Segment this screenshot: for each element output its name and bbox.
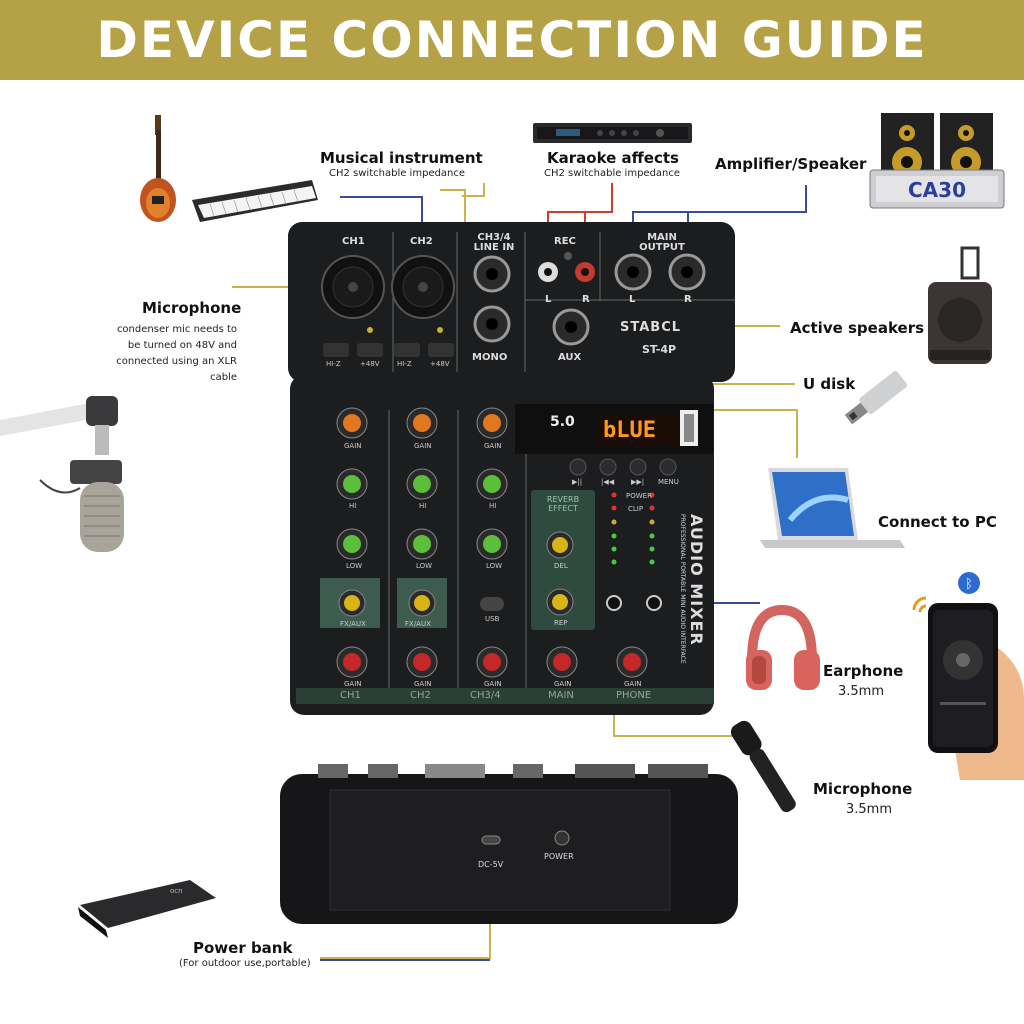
musical-instrument-title: Musical instrument	[320, 149, 483, 167]
strip-label-ch34: CH3/4	[470, 690, 501, 701]
menu-button[interactable]: MENU	[658, 478, 679, 486]
low-label-ch2: LOW	[416, 562, 433, 570]
hi-label-ch2: HI	[419, 502, 427, 510]
fx-label-ch2: FX/AUX	[405, 620, 431, 628]
model-name: ST-4P	[642, 343, 677, 356]
jack-label-mono: MONO	[472, 352, 508, 363]
amplifier-speaker-image: CA30	[869, 113, 1005, 209]
mixer-back-panel	[280, 764, 738, 924]
svg-text:ᛒ: ᛒ	[965, 577, 973, 592]
active-speaker-image	[928, 246, 992, 364]
brand-logo: STABCL	[620, 320, 682, 335]
u-disk-title: U disk	[803, 375, 856, 393]
switch-hiz-ch1: HI-Z	[326, 360, 341, 368]
out-gain-ch1: GAIN	[344, 680, 362, 688]
out-gain-ch34: GAIN	[484, 680, 502, 688]
power-bank-brand: ocn	[170, 887, 183, 895]
knob-row-output	[336, 646, 648, 678]
mixer-front-panel	[290, 375, 714, 715]
line-pc	[700, 409, 798, 458]
microphone-xlr-note: condenser mic needs to be turned on 48V …	[116, 324, 237, 383]
audio-mixer-label: AUDIO MIXER	[687, 514, 706, 646]
microphone-35-note: 3.5mm	[846, 802, 893, 817]
mixer-subtitle: PROFESSIONAL PORTABLE MINI AUDIO INTERFA…	[679, 514, 686, 664]
del-label: DEL	[554, 562, 568, 570]
keyboard-image	[192, 180, 318, 222]
karaoke-note: CH2 switchable impedance	[544, 168, 681, 179]
knob-row-fx	[338, 531, 574, 617]
jack-label-ch34: CH3/4 LINE IN	[473, 232, 515, 253]
active-speakers-title: Active speakers	[790, 319, 925, 337]
strip-label-ch2: CH2	[410, 690, 431, 701]
karaoke-processor-image	[533, 123, 692, 143]
main-r: R	[684, 294, 692, 305]
meter-power-label: POWER	[626, 492, 652, 500]
reverb-effect-label: REVERB EFFECT	[546, 495, 580, 513]
next-button[interactable]: ▶▶|	[631, 478, 645, 486]
dc-5v-port-label: DC-5V	[478, 860, 504, 869]
amplifier-title: Amplifier/Speaker	[715, 155, 867, 173]
power-bank-title: Power bank	[193, 939, 293, 957]
low-label-ch34: LOW	[486, 562, 503, 570]
power-bank-note: (For outdoor use,portable)	[179, 958, 311, 969]
headphones-image	[746, 604, 820, 690]
power-bank-image: ocn	[78, 880, 216, 938]
usb-drive-image	[844, 371, 908, 425]
out-gain-main: GAIN	[554, 680, 572, 688]
switch-hiz-ch2: HI-Z	[397, 360, 412, 368]
low-label-ch1: LOW	[346, 562, 363, 570]
prev-button[interactable]: |◀◀	[601, 478, 615, 486]
hi-label-ch1: HI	[349, 502, 357, 510]
switch-48v-ch1: +48V	[360, 360, 380, 368]
out-gain-ch2: GAIN	[414, 680, 432, 688]
jack-label-rec: REC	[554, 236, 576, 247]
karaoke-title: Karaoke affects	[547, 149, 679, 167]
jack-label-ch2: CH2	[410, 236, 433, 247]
mixer-top-panel	[288, 222, 735, 382]
microphone-35-title: Microphone	[813, 780, 913, 798]
amp-display: CA30	[908, 178, 966, 202]
jack-label-ch1: CH1	[342, 236, 365, 247]
gain-label-ch1: GAIN	[344, 442, 362, 450]
musical-instrument-note: CH2 switchable impedance	[329, 168, 466, 179]
strip-label-main: MAIN	[548, 690, 574, 701]
power-button-label: POWER	[544, 852, 574, 861]
level-meter	[611, 492, 655, 565]
usb-switch-label: USB	[485, 615, 500, 623]
guitar-image	[140, 115, 176, 222]
jack-label-aux: AUX	[558, 352, 582, 363]
hi-label-ch34: HI	[489, 502, 497, 510]
laptop-image	[760, 468, 905, 548]
rec-r: R	[582, 294, 590, 305]
play-pause-button[interactable]: ▶||	[572, 478, 583, 486]
earphone-note: 3.5mm	[838, 684, 885, 699]
fx-label-ch1: FX/AUX	[340, 620, 366, 628]
rep-label: REP	[554, 619, 568, 627]
earphone-title: Earphone	[823, 662, 904, 680]
studio-microphone-image	[0, 396, 124, 552]
switch-48v-ch2: +48V	[430, 360, 450, 368]
meter-clip-label: CLIP	[628, 505, 644, 513]
rec-l: L	[545, 294, 552, 305]
gain-label-ch34: GAIN	[484, 442, 502, 450]
gain-label-ch2: GAIN	[414, 442, 432, 450]
line-karaoke-to-ch34	[462, 183, 485, 197]
handheld-microphone-image	[730, 720, 796, 813]
out-gain-phone: GAIN	[624, 680, 642, 688]
strip-label-phone: PHONE	[616, 690, 652, 701]
bluetooth-version: 5.0	[550, 414, 575, 430]
knob-row-hi	[336, 468, 508, 500]
knob-row-gain	[336, 407, 508, 439]
page-title: DEVICE CONNECTION GUIDE	[96, 11, 928, 69]
knob-row-low	[336, 528, 508, 560]
strip-label-ch1: CH1	[340, 690, 361, 701]
phone-image: ᛒ	[912, 572, 1024, 780]
jack-label-main-output: MAIN OUTPUT	[639, 232, 685, 253]
header-banner: DEVICE CONNECTION GUIDE	[0, 0, 1024, 80]
microphone-xlr-title: Microphone	[142, 299, 242, 317]
connect-pc-title: Connect to PC	[878, 513, 997, 531]
lcd-display: bLUE	[603, 418, 656, 443]
main-l: L	[629, 294, 636, 305]
